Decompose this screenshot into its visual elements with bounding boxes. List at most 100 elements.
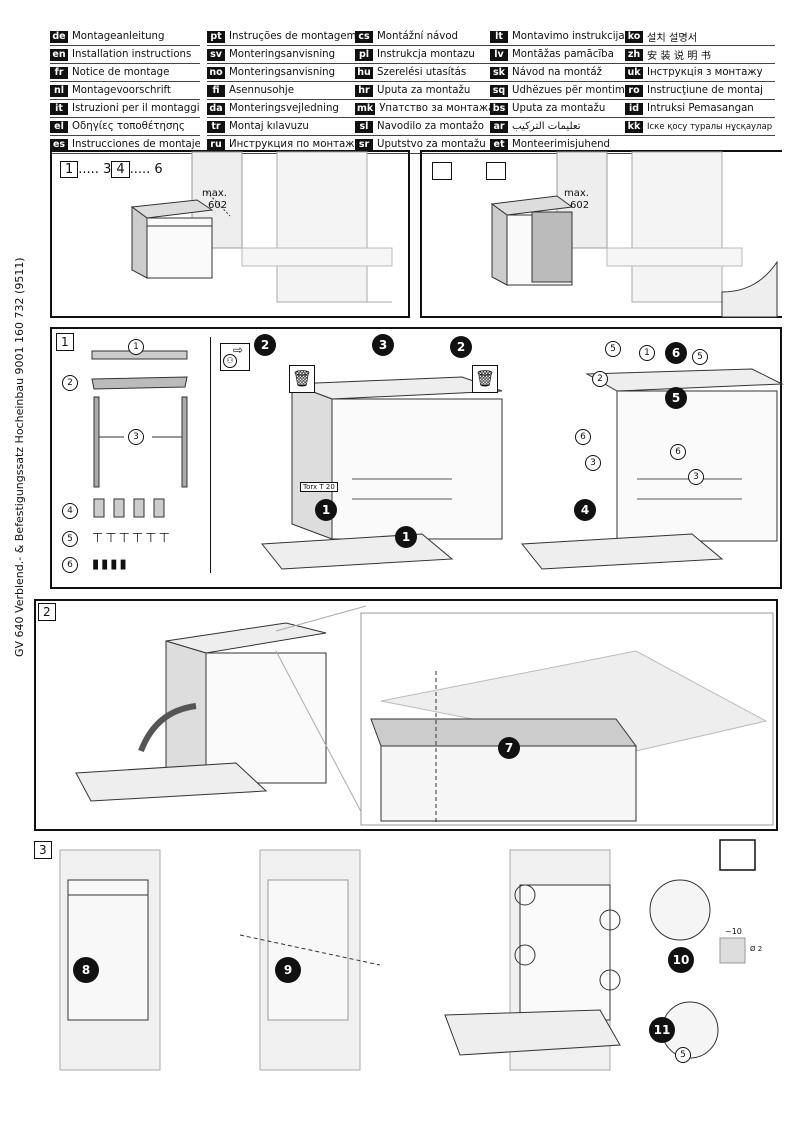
step1-callout-1: 1 — [639, 345, 655, 361]
language-code-sv: sv — [207, 48, 225, 61]
bubble-2a: 2 — [254, 334, 276, 356]
language-title-ko: 설치 설명서 — [647, 33, 698, 44]
language-title-it: Istruzioni per il montaggio — [72, 103, 200, 114]
step-3-illustrations — [59, 839, 756, 1071]
language-row-da: da Monteringsvejledning — [207, 100, 357, 118]
empty-box-2 — [486, 162, 506, 180]
sequence-box-4: 4 — [111, 161, 130, 178]
bubble-2b: 2 — [450, 336, 472, 358]
language-row-fi: fi Asennusohje — [207, 82, 357, 100]
unplug-icon: ⚇ ⇨ — [220, 343, 250, 371]
language-row-it: it Istruzioni per il montaggio — [50, 100, 200, 118]
language-code-cs: cs — [355, 30, 373, 43]
language-title-es: Instrucciones de montaje — [72, 139, 200, 150]
part-callout-3: 3 — [128, 429, 144, 445]
language-code-pt: pt — [207, 30, 225, 43]
language-code-uk: uk — [625, 66, 643, 79]
language-code-et: et — [490, 138, 508, 151]
language-code-lv: lv — [490, 48, 508, 61]
dimension-10: ~10 — [725, 927, 742, 936]
language-title-fi: Asennusohje — [229, 85, 295, 96]
language-row-lt: lt Montavimo instrukcija — [490, 28, 640, 46]
step3-callout-5: 5 — [675, 1047, 691, 1063]
language-row-pt: pt Instruções de montagem — [207, 28, 357, 46]
language-code-nl: nl — [50, 84, 68, 97]
part-callout-2: 2 — [62, 375, 78, 391]
divider-line — [210, 337, 211, 573]
language-title-el: Οδηγίες τοποθέτησης — [72, 121, 185, 132]
language-code-fr: fr — [50, 66, 68, 79]
step1-callout-3b: 3 — [688, 469, 704, 485]
overview-dishwasher-illustration — [130, 151, 393, 303]
language-code-fi: fi — [207, 84, 225, 97]
language-code-no: no — [207, 66, 225, 79]
language-title-id: Intruksi Pemasangan — [647, 103, 754, 114]
language-code-el: el — [50, 120, 68, 133]
bubble-9: 9 — [275, 957, 301, 983]
sequence-dots-1: ..... 3 — [78, 162, 112, 177]
language-row-es: es Instrucciones de montaje — [50, 136, 200, 154]
step-2-illustration — [75, 605, 774, 826]
trash-icon-left: 🗑 — [289, 365, 315, 393]
language-title-zh: 安 装 说 明 书 — [647, 51, 711, 62]
step1-callout-3a: 3 — [585, 455, 601, 471]
bubble-1b: 1 — [395, 526, 417, 548]
language-row-el: el Οδηγίες τοποθέτησης — [50, 118, 200, 136]
step1-callout-2: 2 — [592, 371, 608, 387]
language-title-no: Monteringsanvisning — [229, 67, 336, 78]
language-title-de: Montageanleitung — [72, 31, 165, 42]
step1-callout-5a: 5 — [605, 341, 621, 357]
language-code-it: it — [50, 102, 68, 115]
language-title-hu: Szerelési utasítás — [377, 67, 467, 78]
step-1-number: 1 — [56, 333, 74, 351]
language-code-es: es — [50, 138, 68, 151]
language-title-da: Monteringsvejledning — [229, 103, 339, 114]
dimension-diameter: Ø 2 — [750, 945, 763, 953]
bubble-3: 3 — [372, 334, 394, 356]
language-title-mk: Упатство за монтажа — [379, 103, 495, 114]
language-code-bs: bs — [490, 102, 508, 115]
language-title-et: Monteerimisjuhend — [512, 139, 611, 150]
step1-callout-6b: 6 — [670, 444, 686, 460]
language-code-pl: pl — [355, 48, 373, 61]
language-code-ru: ru — [207, 138, 225, 151]
part-callout-4: 4 — [62, 503, 78, 519]
language-code-id: id — [625, 102, 643, 115]
step-2-panel: 2 7 — [34, 599, 778, 831]
language-title-lt: Montavimo instrukcija — [512, 31, 625, 42]
language-code-lt: lt — [490, 30, 508, 43]
language-title-ru: Инструкция по монтажу — [229, 139, 357, 150]
step-1-panel: 1 1 2 3 4 5 6 ⊤⊤⊤⊤⊤⊤ ▮▮▮▮ ⚇ ⇨ Torx T 20 … — [50, 327, 784, 589]
language-title-kk: Іске қосу туралы нұсқаулар — [647, 121, 773, 132]
step-1-dishwasher-illustrations — [261, 368, 784, 570]
part-callout-1: 1 — [128, 339, 144, 355]
language-title-pt: Instruções de montagem — [229, 31, 357, 42]
step1-callout-6a: 6 — [575, 429, 591, 445]
sequence-box-1: 1 — [60, 161, 79, 178]
language-code-da: da — [207, 102, 225, 115]
side-document-title: GV 640 Verblend.- & Befestigungssatz Hoc… — [13, 257, 26, 657]
bubble-7: 7 — [498, 737, 520, 759]
